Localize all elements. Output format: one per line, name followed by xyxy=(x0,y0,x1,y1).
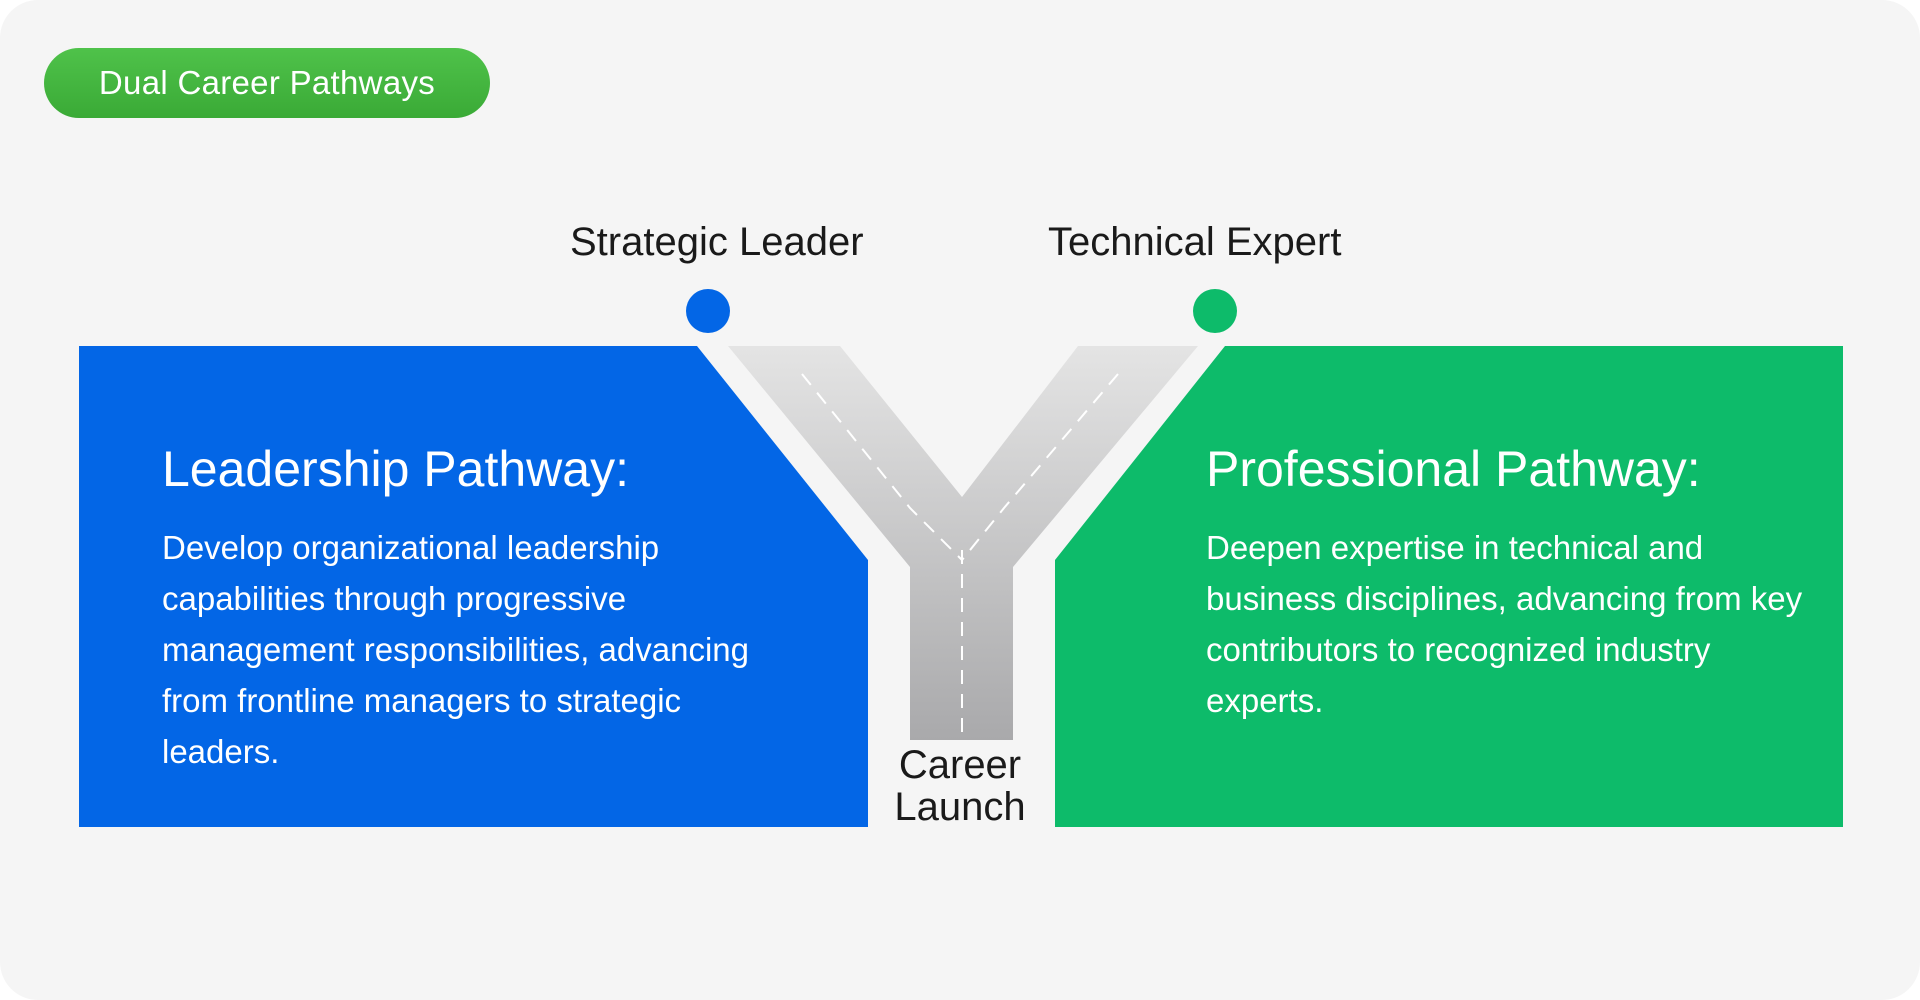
technical-expert-label: Technical Expert xyxy=(1048,220,1342,264)
professional-title: Professional Pathway: xyxy=(1206,441,1701,497)
technical-expert-dot xyxy=(1193,289,1237,333)
career-road xyxy=(728,346,1198,740)
professional-description: Deepen expertise in technical and busine… xyxy=(1206,529,1803,719)
road-lane-right xyxy=(961,373,1119,561)
title-badge: Dual Career Pathways xyxy=(44,48,490,118)
road-lane-left xyxy=(801,373,963,561)
strategic-leader-label: Strategic Leader xyxy=(570,220,864,264)
leadership-title: Leadership Pathway: xyxy=(162,441,629,497)
leadership-description: Develop organizational leadership capabi… xyxy=(162,529,750,770)
leadership-panel xyxy=(79,346,868,827)
career-launch-label: Career Launch xyxy=(894,743,1026,829)
professional-panel xyxy=(1055,346,1843,827)
strategic-leader-dot xyxy=(686,289,730,333)
